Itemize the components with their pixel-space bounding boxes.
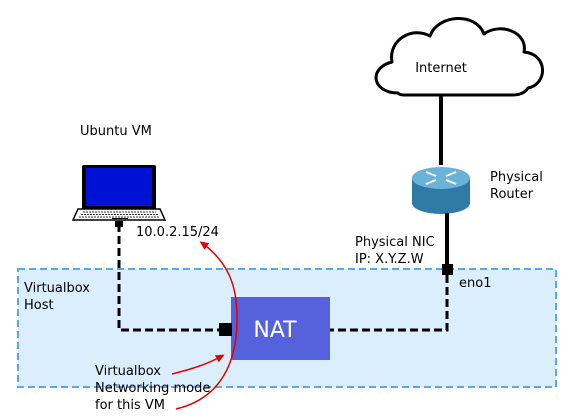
laptop-icon bbox=[71, 165, 167, 221]
annotation-arrow-to-nat bbox=[171, 354, 225, 375]
eno1-label: eno1 bbox=[459, 276, 491, 291]
annotation-line1: Virtualbox bbox=[95, 364, 161, 379]
vm-title: Ubuntu VM bbox=[80, 124, 152, 139]
annotation-line3: for this VM bbox=[95, 398, 165, 413]
internet-label: Internet bbox=[415, 61, 467, 76]
nat-label: NAT bbox=[253, 318, 297, 343]
annotation-arrow-to-ip bbox=[175, 241, 238, 410]
nic-nat-link bbox=[330, 275, 449, 332]
router-label-line2: Router bbox=[490, 187, 534, 202]
vm-ip: 10.0.2.15/24 bbox=[136, 225, 219, 240]
router-icon bbox=[412, 167, 470, 214]
host-label-line2: Host bbox=[24, 298, 54, 313]
router-label-line1: Physical bbox=[490, 170, 543, 185]
host-label-line1: Virtualbox bbox=[24, 281, 90, 296]
nat-vm-port bbox=[219, 323, 232, 336]
eno1-port bbox=[442, 264, 453, 275]
vm-nat-link bbox=[117, 224, 219, 332]
physical-nic-label: Physical NIC bbox=[355, 235, 435, 250]
vm-port bbox=[115, 221, 123, 227]
nat-box bbox=[231, 297, 330, 360]
annotation-line2: Networking mode bbox=[95, 381, 210, 396]
physical-nic-ip: IP: X.Y.Z.W bbox=[355, 252, 424, 267]
cloud-icon bbox=[374, 17, 544, 97]
